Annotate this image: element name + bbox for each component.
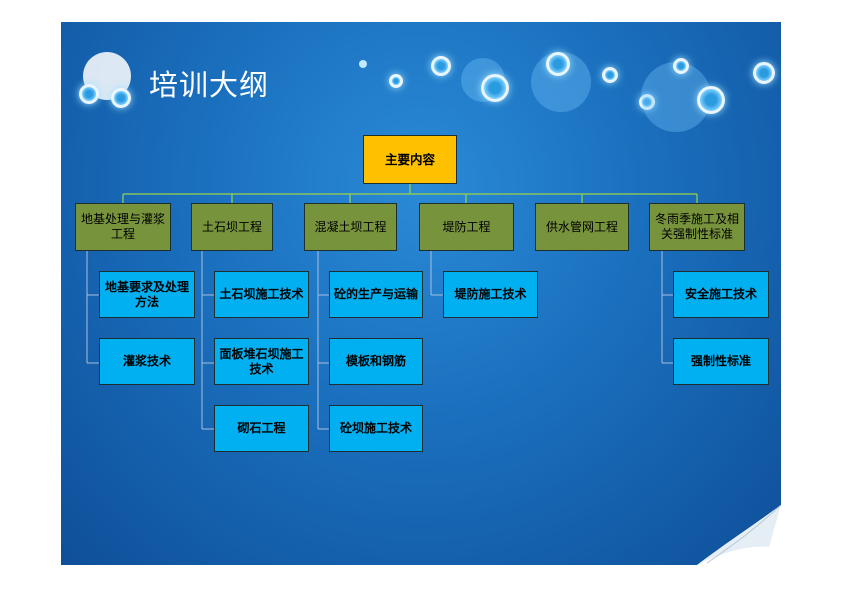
item-concrete-production: 砼的生产与运输: [329, 271, 423, 318]
item-mandatory-standards: 强制性标准: [673, 338, 769, 385]
decor-ring: [111, 88, 131, 108]
decor-ring: [389, 74, 403, 88]
category-foundation: 地基处理与灌浆工程: [75, 203, 171, 251]
item-earth-dam-construction: 土石坝施工技术: [214, 271, 309, 318]
item-dike-construction: 堤防施工技术: [443, 271, 538, 318]
page-title: 培训大纲: [149, 68, 270, 102]
org-root-node: 主要内容: [363, 135, 457, 184]
category-water-pipe: 供水管网工程: [535, 203, 629, 251]
item-grouting: 灌浆技术: [99, 338, 195, 385]
decor-ring: [79, 84, 99, 104]
category-concrete-dam: 混凝土坝工程: [304, 203, 397, 251]
decor-bubble: [359, 60, 367, 68]
category-dike: 堤防工程: [419, 203, 514, 251]
item-face-rockfill-dam: 面板堆石坝施工技术: [214, 338, 309, 385]
item-safety-construction: 安全施工技术: [673, 271, 769, 318]
connector-lines: [86, 184, 698, 430]
decor-ring: [431, 56, 451, 76]
item-concrete-dam-construction: 砼坝施工技术: [329, 405, 423, 452]
decor-ring: [673, 58, 689, 74]
decor-ring: [546, 52, 570, 76]
decor-ring: [481, 74, 509, 102]
item-foundation-requirements: 地基要求及处理方法: [99, 271, 195, 318]
decor-ring: [602, 67, 618, 83]
item-formwork-rebar: 模板和钢筋: [329, 338, 423, 385]
slide: 培训大纲: [61, 22, 781, 565]
page-curl-decoration: [697, 505, 781, 565]
category-winter-rain: 冬雨季施工及相关强制性标准: [649, 203, 745, 251]
decor-ring: [753, 62, 775, 84]
decor-ring: [639, 94, 655, 110]
category-earth-rock-dam: 土石坝工程: [191, 203, 273, 251]
item-masonry: 砌石工程: [214, 405, 309, 452]
decor-ring: [697, 86, 725, 114]
